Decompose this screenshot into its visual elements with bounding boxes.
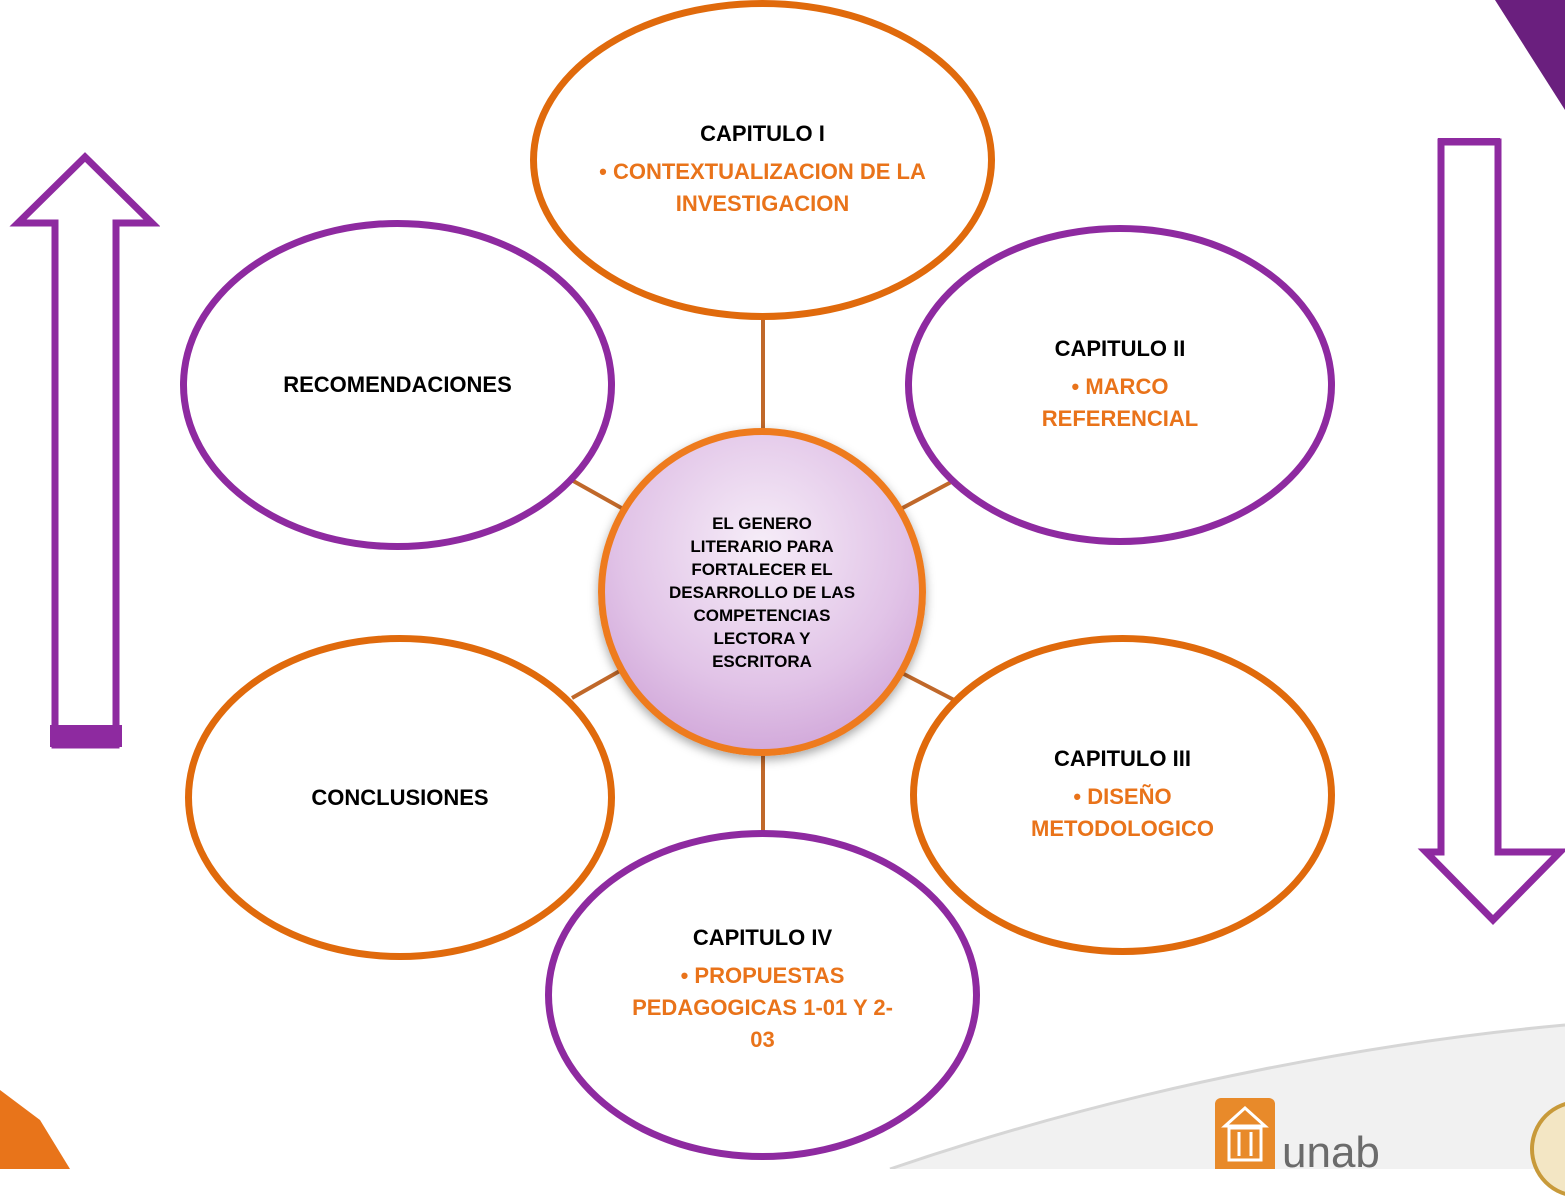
bottom-left-orange-accent [0, 1090, 70, 1169]
node-capitulo-4: CAPITULO IV • PROPUESTAS PEDAGOGICAS 1-0… [545, 830, 980, 1160]
node-conclusiones: CONCLUSIONES [185, 635, 615, 960]
node-capitulo-4-item: • PROPUESTAS PEDAGOGICAS 1-01 Y 2-03 [632, 963, 893, 1052]
university-logo-icon [1215, 1098, 1275, 1169]
node-capitulo-1: CAPITULO I • CONTEXTUALIZACION DE LA INV… [530, 0, 995, 320]
node-capitulo-4-title: CAPITULO IV [692, 925, 833, 950]
down-arrow [1417, 138, 1565, 925]
node-capitulo-1-title: CAPITULO I [700, 121, 825, 146]
connector-cap2 [894, 478, 956, 514]
connector-conclusiones [571, 666, 626, 700]
central-topic-node: EL GENERO LITERARIO PARA FORTALECER EL D… [598, 428, 926, 756]
node-capitulo-3-title: CAPITULO III [1054, 746, 1191, 771]
top-right-purple-accent [1495, 0, 1565, 110]
node-capitulo-2: CAPITULO II • MARCO REFERENCIAL [905, 225, 1335, 545]
node-capitulo-2-item: • MARCO REFERENCIAL [1041, 374, 1199, 431]
connector-recomendaciones [567, 476, 626, 512]
node-recomendaciones: RECOMENDACIONES [180, 220, 615, 550]
central-topic-text: EL GENERO LITERARIO PARA FORTALECER EL D… [668, 513, 856, 671]
node-capitulo-1-item: • CONTEXTUALIZACION DE LA INVESTIGACION [599, 159, 926, 216]
connector-lines [567, 320, 959, 842]
bottom-right-gray-swoosh [890, 1025, 1565, 1169]
node-conclusiones-title: CONCLUSIONES [311, 784, 489, 810]
background-decoration [0, 0, 1565, 1169]
connector-cap3 [899, 670, 959, 704]
node-capitulo-3-item: • DISEÑO METODOLOGICO [1031, 784, 1214, 841]
university-logo-text: unab [1282, 1128, 1380, 1177]
node-recomendaciones-title: RECOMENDACIONES [283, 372, 512, 397]
node-capitulo-3: CAPITULO III • DISEÑO METODOLOGICO [910, 635, 1335, 955]
up-arrow [9, 152, 160, 749]
node-capitulo-2-title: CAPITULO II [1054, 336, 1186, 361]
